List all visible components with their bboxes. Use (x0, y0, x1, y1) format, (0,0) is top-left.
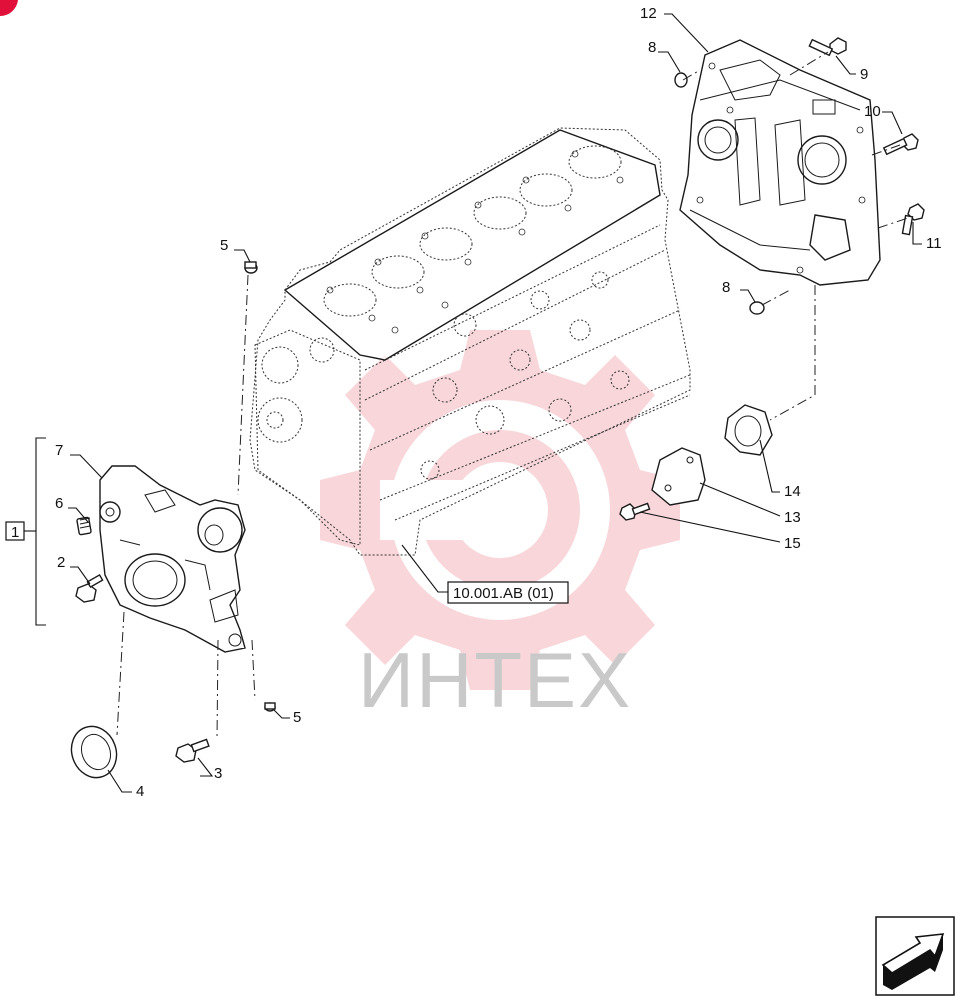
callout-5-lower: 5 (293, 709, 301, 726)
callout-9: 9 (860, 66, 868, 83)
group-bracket (35, 437, 46, 626)
callout-12: 12 (640, 5, 657, 22)
cover-plate-part-13[interactable] (651, 447, 706, 506)
dowel-part-5-lower[interactable] (264, 702, 276, 712)
dowel-part-5-upper[interactable] (244, 261, 258, 274)
bolt-part-9[interactable] (808, 37, 847, 57)
bolt-part-11[interactable] (901, 203, 925, 236)
group-label: 1 (11, 524, 19, 541)
callout-8-lower: 8 (722, 279, 730, 296)
bolt-part-3[interactable] (175, 738, 210, 763)
callout-7: 7 (55, 442, 63, 459)
callout-4: 4 (136, 783, 144, 800)
reference-box[interactable] (447, 581, 569, 604)
callout-2: 2 (57, 554, 65, 571)
callout-8-upper: 8 (648, 39, 656, 56)
callout-leaders (68, 13, 922, 793)
alignment-line (237, 274, 249, 496)
callout-14: 14 (784, 483, 801, 500)
watermark-logo (320, 330, 680, 690)
bolt-part-15[interactable] (619, 502, 651, 521)
callout-5-upper: 5 (220, 237, 228, 254)
callout-11: 11 (926, 235, 942, 252)
reference-label: 10.001.AB (01) (453, 585, 554, 602)
dowel-part-8-upper[interactable] (674, 72, 688, 88)
timing-cover-part-7[interactable] (99, 465, 246, 653)
bolt-part-2[interactable] (75, 573, 104, 603)
bolt-part-10[interactable] (882, 133, 919, 156)
callout-13: 13 (784, 509, 801, 526)
corner-mark (0, 0, 18, 17)
callout-6: 6 (55, 495, 63, 512)
seal-part-4[interactable] (64, 720, 123, 784)
bolt-part-6[interactable] (76, 516, 92, 536)
engine-block (249, 127, 691, 556)
watermark-text: ИНТЕХ (358, 636, 632, 724)
rear-plate-part-12[interactable] (679, 39, 881, 286)
dowel-part-8-lower[interactable] (749, 301, 765, 315)
gasket-part-14[interactable] (724, 404, 773, 456)
reference-leader (401, 544, 448, 593)
callout-10: 10 (864, 103, 881, 120)
callout-15: 15 (784, 535, 801, 552)
callout-3: 3 (214, 765, 222, 782)
group-label-box[interactable] (5, 521, 25, 541)
next-page-arrow-icon[interactable] (875, 916, 955, 996)
